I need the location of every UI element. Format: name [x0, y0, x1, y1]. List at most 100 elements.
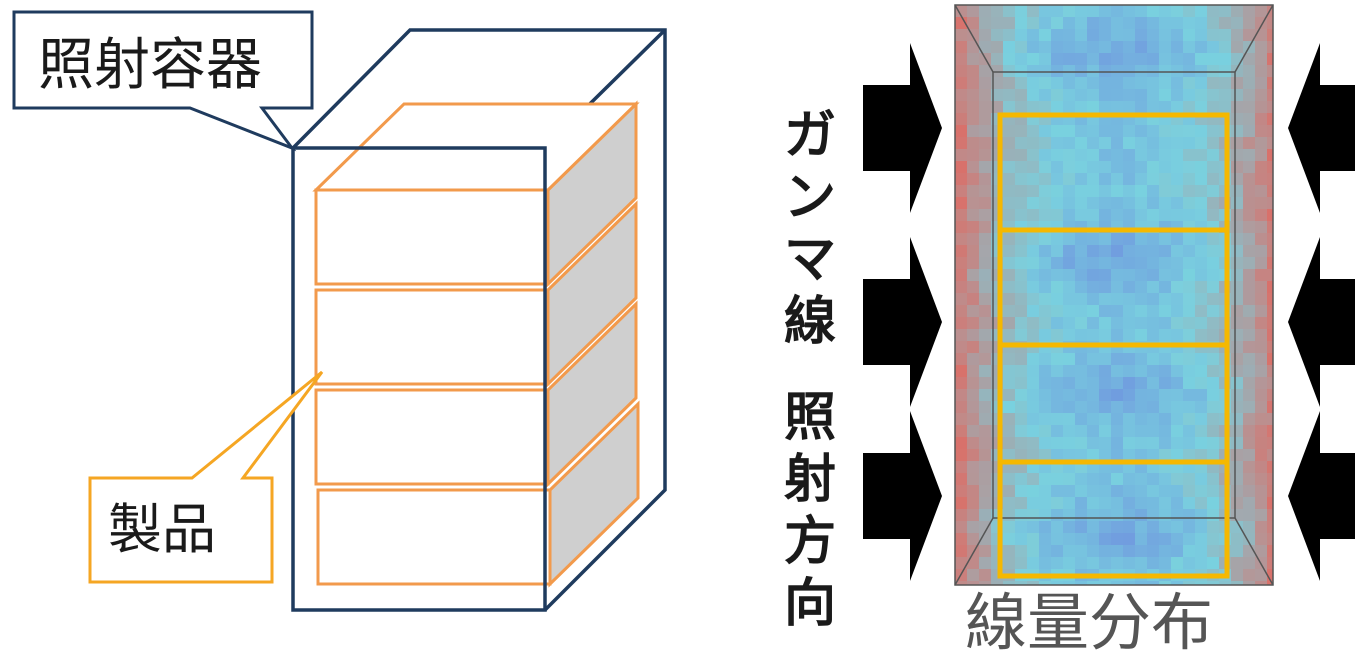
heatmap-cell — [1039, 65, 1051, 77]
heatmap-cell — [1159, 257, 1171, 269]
heatmap-cell — [1099, 185, 1111, 197]
heatmap-cell — [1159, 497, 1171, 509]
heatmap-cell — [1027, 545, 1039, 557]
heatmap-cell — [1063, 329, 1075, 341]
heatmap-cell — [1243, 17, 1255, 29]
heatmap-cell — [1111, 125, 1123, 137]
heatmap-cell — [1231, 353, 1243, 365]
heatmap-cell — [1159, 485, 1171, 497]
heatmap-cell — [1015, 257, 1027, 269]
heatmap-cell — [1171, 53, 1183, 65]
heatmap-cell — [1147, 29, 1159, 41]
heatmap-cell — [1027, 401, 1039, 413]
heatmap-cell — [1195, 521, 1207, 533]
arrow-right-icon — [863, 43, 942, 213]
heatmap-cell — [1207, 389, 1219, 401]
heatmap-cell — [1135, 329, 1147, 341]
heatmap-cell — [1207, 533, 1219, 545]
heatmap-cell — [1015, 137, 1027, 149]
heatmap-cell — [1087, 125, 1099, 137]
heatmap-cell — [1027, 29, 1039, 41]
heatmap-cell — [1099, 149, 1111, 161]
heatmap-cell — [1075, 437, 1087, 449]
heatmap-cell — [1147, 197, 1159, 209]
heatmap-cell — [1015, 317, 1027, 329]
heatmap-cell — [1243, 317, 1255, 329]
heatmap-cell — [1039, 137, 1051, 149]
heatmap-cell — [1231, 305, 1243, 317]
heatmap-cell — [955, 353, 967, 365]
heatmap-cell — [1015, 545, 1027, 557]
heatmap-cell — [955, 341, 967, 353]
heatmap-cell — [1195, 257, 1207, 269]
heatmap-cell — [1171, 413, 1183, 425]
heatmap-cell — [1063, 17, 1075, 29]
heatmap-cell — [1015, 365, 1027, 377]
heatmap-cell — [1195, 581, 1207, 585]
heatmap-cell — [1075, 317, 1087, 329]
heatmap-cell — [1027, 41, 1039, 53]
heatmap-cell — [979, 425, 991, 437]
heatmap-cell — [1267, 149, 1273, 161]
heatmap-cell — [1063, 437, 1075, 449]
heatmap-cell — [1159, 353, 1171, 365]
heatmap-cell — [1207, 209, 1219, 221]
heatmap-cell — [1027, 305, 1039, 317]
heatmap-cell — [1135, 185, 1147, 197]
heatmap-cell — [1003, 185, 1015, 197]
heatmap-cell — [1159, 77, 1171, 89]
heatmap-cell — [1099, 173, 1111, 185]
heatmap-cell — [1195, 77, 1207, 89]
heatmap-cell — [979, 137, 991, 149]
heatmap-cell — [1087, 437, 1099, 449]
heatmap-cell — [955, 533, 967, 545]
heatmap-cell — [1267, 533, 1273, 545]
heatmap-cell — [1003, 485, 1015, 497]
heatmap-cell — [1231, 161, 1243, 173]
heatmap-cell — [1171, 197, 1183, 209]
heatmap-cell — [1051, 233, 1063, 245]
heatmap-cell — [1063, 101, 1075, 113]
heatmap-cell — [967, 389, 979, 401]
heatmap-cell — [1207, 53, 1219, 65]
heatmap-cell — [1267, 341, 1273, 353]
product-front-face — [314, 188, 550, 286]
heatmap-cell — [1195, 365, 1207, 377]
heatmap-cell — [1063, 89, 1075, 101]
heatmap-cell — [1243, 569, 1255, 581]
heatmap-cell — [1087, 41, 1099, 53]
heatmap-cell — [1255, 173, 1267, 185]
heatmap-cell — [1087, 5, 1099, 17]
heatmap-cell — [967, 425, 979, 437]
heatmap-cell — [1267, 41, 1273, 53]
heatmap-cell — [1159, 65, 1171, 77]
heatmap-cell — [979, 125, 991, 137]
heatmap-cell — [1123, 377, 1135, 389]
heatmap-cell — [1159, 161, 1171, 173]
heatmap-cell — [967, 509, 979, 521]
heatmap-cell — [1267, 473, 1273, 485]
heatmap-cell — [1255, 305, 1267, 317]
heatmap-cell — [1087, 233, 1099, 245]
heatmap-cell — [1171, 401, 1183, 413]
heatmap-cell — [1207, 557, 1219, 569]
heatmap-cell — [1231, 365, 1243, 377]
heatmap-cell — [1039, 293, 1051, 305]
heatmap-cell — [1159, 533, 1171, 545]
heatmap-cell — [1075, 557, 1087, 569]
heatmap-cell — [955, 413, 967, 425]
heatmap-cell — [1135, 449, 1147, 461]
heatmap-cell — [1111, 293, 1123, 305]
heatmap-cell — [967, 209, 979, 221]
heatmap-cell — [1255, 41, 1267, 53]
heatmap-cell — [1003, 149, 1015, 161]
heatmap-cell — [1123, 485, 1135, 497]
heatmap-cell — [1231, 581, 1243, 585]
heatmap-cell — [1099, 125, 1111, 137]
heatmap-cell — [1159, 509, 1171, 521]
heatmap-cell — [967, 53, 979, 65]
heatmap-cell — [1003, 533, 1015, 545]
heatmap-cell — [1231, 41, 1243, 53]
heatmap-cell — [1123, 521, 1135, 533]
heatmap-cell — [1231, 209, 1243, 221]
